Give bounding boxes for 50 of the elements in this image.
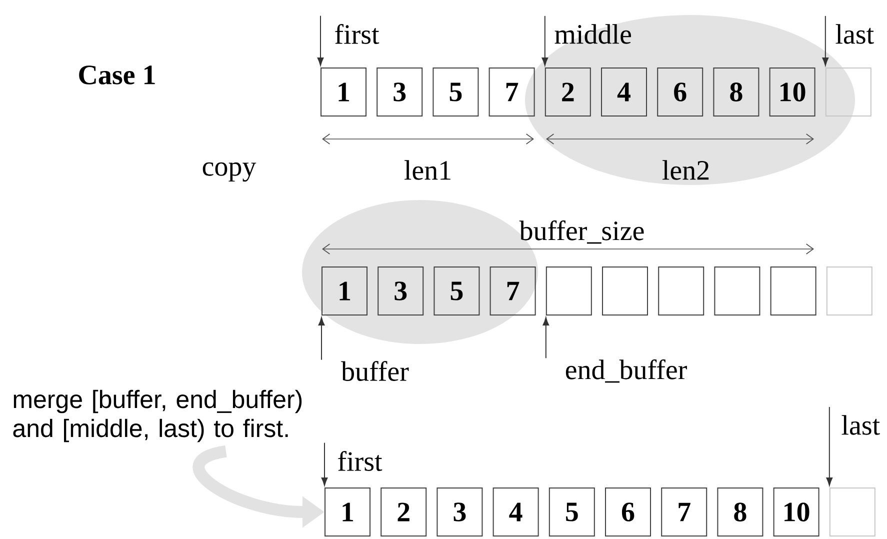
array-cell: 5: [548, 488, 595, 536]
array-cell: 10: [769, 68, 816, 116]
note-text: merge [buffer, end_buffer) and [middle, last) to first.: [13, 390, 302, 442]
arrow: [318, 317, 325, 360]
arrow: [542, 15, 548, 66]
pointer-label: middle: [554, 24, 631, 44]
array-cell: 7: [488, 68, 535, 116]
array-cell: 4: [601, 68, 647, 116]
empty-cell: [546, 266, 592, 316]
array-cell: 6: [605, 488, 651, 536]
array-cell: 8: [717, 488, 764, 536]
empty-cell: [825, 68, 872, 116]
array-cell: 1: [322, 266, 368, 316]
label: buffer_size: [519, 220, 644, 244]
array-cell: 6: [657, 68, 704, 116]
array-cell: 3: [378, 266, 424, 316]
array-cell: 2: [544, 68, 591, 116]
array-cell: 1: [320, 68, 366, 116]
label: copy: [202, 162, 256, 182]
array-cell: 3: [436, 488, 483, 536]
array-cell: 2: [380, 488, 427, 536]
array-cell: 5: [434, 266, 480, 316]
pointer-label: end_buffer: [566, 359, 687, 383]
arrow: [826, 406, 833, 486]
array-cell: 7: [490, 266, 536, 316]
empty-cell: [826, 266, 872, 316]
empty-cell: [829, 488, 876, 536]
label: len1: [404, 160, 450, 180]
array-cell: 3: [376, 68, 423, 116]
label: len2: [662, 160, 709, 180]
array-cell: 5: [432, 68, 479, 116]
empty-cell: [770, 266, 816, 316]
arrow: [542, 317, 550, 359]
array-cell: 7: [661, 488, 708, 536]
pointer-label: last: [842, 415, 880, 435]
array-cell: 10: [773, 488, 820, 536]
pointer-label: first: [338, 451, 382, 471]
arrow: [317, 15, 324, 66]
empty-cell: [714, 266, 760, 316]
array-cell: 4: [492, 488, 539, 536]
arrow: [321, 442, 328, 486]
pointer-label: buffer: [341, 361, 409, 381]
arrow: [822, 15, 829, 66]
pointer-label: first: [335, 24, 380, 44]
heading: Case 1: [79, 66, 155, 84]
array-cell: 8: [713, 68, 760, 116]
array-cell: 1: [324, 488, 370, 536]
empty-cell: [658, 266, 704, 316]
pointer-label: last: [836, 24, 874, 44]
empty-cell: [602, 266, 648, 316]
